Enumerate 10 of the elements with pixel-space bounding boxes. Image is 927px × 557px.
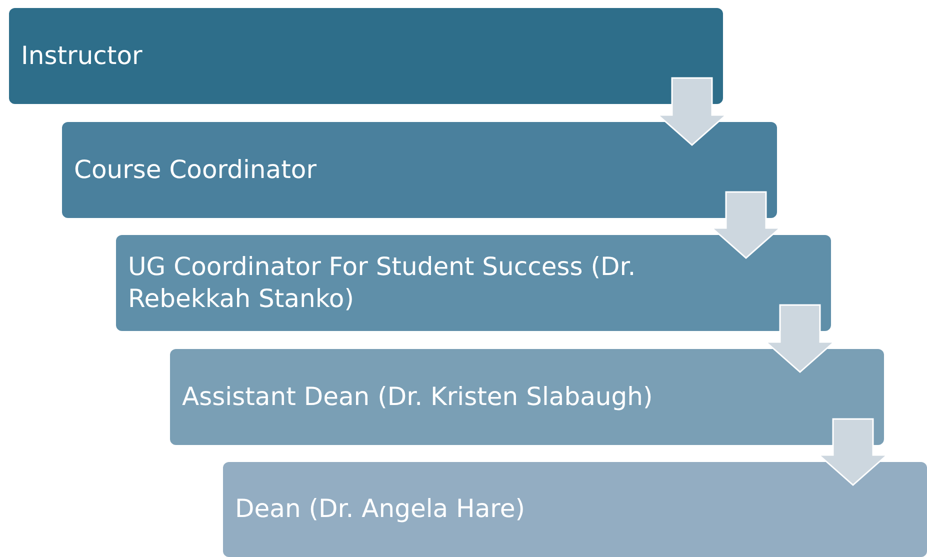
step-box	[9, 8, 723, 104]
step-box	[116, 235, 831, 331]
step-box	[223, 462, 927, 557]
step-label: Dean (Dr. Angela Hare)	[235, 493, 526, 526]
step-box	[62, 122, 777, 218]
step-box	[170, 349, 884, 445]
step-label: UG Coordinator For Student Success (Dr. Rebekkah Stanko)	[128, 250, 637, 315]
step-label: Instructor	[21, 40, 142, 72]
step-label: Assistant Dean (Dr. Kristen Slabaugh)	[182, 380, 653, 413]
step-label: Course Coordinator	[74, 154, 316, 186]
